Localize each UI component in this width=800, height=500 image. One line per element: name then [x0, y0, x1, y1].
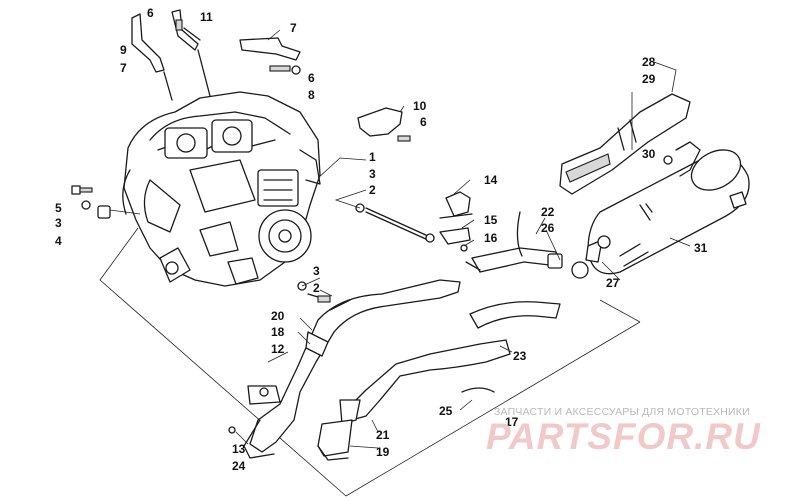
callout-26: 26 [541, 221, 555, 235]
callout-24: 24 [232, 459, 246, 473]
left-mount-hardware [71, 185, 141, 219]
callout-6: 6 [308, 71, 315, 85]
front-exhaust-pipe [247, 279, 461, 453]
leader-lines [235, 29, 691, 449]
watermark-logo: PARTSFOR.RU [486, 416, 761, 457]
callout-3: 3 [313, 264, 320, 278]
callout-30: 30 [642, 147, 656, 161]
watermark-caption: ЗАПЧАСТИ И АКСЕССУАРЫ ДЛЯ МОТОТЕХНИКИ [494, 406, 750, 418]
callout-2: 2 [369, 183, 376, 197]
callout-21: 21 [376, 428, 390, 442]
callout-4: 4 [55, 234, 62, 248]
callout-6: 6 [420, 115, 427, 129]
callout-3: 3 [55, 216, 62, 230]
callout-7: 7 [290, 21, 297, 35]
callout-10: 10 [413, 99, 427, 113]
callout-29: 29 [642, 72, 656, 86]
callout-18: 18 [271, 325, 285, 339]
callout-28: 28 [642, 55, 656, 69]
upper-y-pipe [465, 211, 563, 273]
callout-25: 25 [439, 404, 453, 418]
callout-6: 6 [147, 6, 154, 20]
callout-17: 17 [505, 415, 519, 429]
callout-13: 13 [232, 442, 246, 456]
callout-20: 20 [271, 309, 285, 323]
callout-31: 31 [694, 241, 708, 255]
callout-23: 23 [513, 349, 527, 363]
callout-9: 9 [120, 43, 127, 57]
callout-14: 14 [484, 173, 498, 187]
muffler [571, 149, 750, 279]
callout-5: 5 [55, 201, 62, 215]
callout-8: 8 [308, 88, 315, 102]
callout-27: 27 [606, 276, 620, 290]
long-mount-bolt [297, 203, 435, 303]
callout-16: 16 [484, 231, 498, 245]
heat-shield [559, 92, 691, 195]
callout-19: 19 [376, 445, 390, 459]
callout-22: 22 [541, 205, 555, 219]
rear-exhaust-pipe [228, 301, 561, 461]
hanger-bracket [645, 141, 701, 213]
callout-3: 3 [369, 167, 376, 181]
callout-15: 15 [484, 213, 498, 227]
callout-7: 7 [120, 61, 127, 75]
callout-1: 1 [369, 150, 376, 164]
callout-2: 2 [313, 281, 320, 295]
engine-assembly [122, 91, 321, 287]
upper-mounting-brackets [131, 9, 411, 142]
callout-12: 12 [271, 342, 285, 356]
clamp-hardware [439, 191, 473, 252]
callout-11: 11 [200, 10, 213, 24]
